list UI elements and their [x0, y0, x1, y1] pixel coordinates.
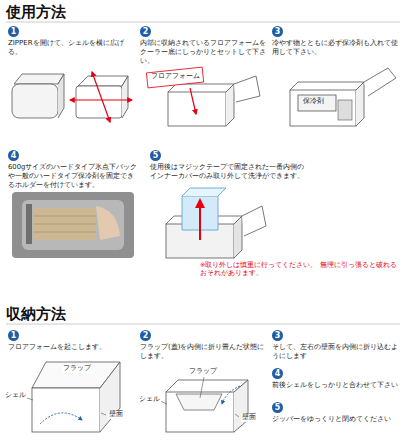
part-name: シェル [138, 396, 161, 404]
heading-rule [6, 324, 400, 325]
cooler-figure [160, 377, 248, 432]
cooler-figure [290, 68, 396, 126]
step-text: フロアフォームを起こします。 [8, 343, 132, 352]
step-box: 5 使用後はマジックテープで固定された一番内側のインナーカバーのみ取り外して洗浄が… [150, 150, 310, 181]
part-name: フロアフォーム [151, 73, 200, 81]
step-number: 3 [272, 330, 283, 341]
heading-rule [6, 22, 400, 23]
step-number: 4 [272, 368, 283, 379]
step-box: 2 フラップ(蓋)を内側に折り畳んだ状態にします。 [140, 330, 266, 361]
part-name: フラップ [188, 368, 218, 376]
step-box: 3 そして、左右の壁面を内側に折り込むようにします [272, 330, 398, 361]
step-box: 1 フロアフォームを起こします。 [8, 330, 132, 352]
cooler-figure [24, 362, 120, 432]
step-text: ZIPPERを開けて、シェルを横に広げる。 [8, 39, 132, 57]
step-number: 1 [8, 26, 19, 37]
cooler-figure [166, 188, 266, 258]
step-text: 使用後はマジックテープで固定された一番内側のインナーカバーのみ取り外して洗浄がで… [150, 163, 310, 181]
caution-note: ※取り外しは慎重に行ってください。 無理に引っ張ると破れるおそれがあります。 [200, 262, 400, 278]
part-name: 壁面 [108, 411, 124, 419]
step-box: 3 冷やす物とともに必ず保冷剤も入れて使用して下さい。 [272, 26, 398, 57]
step-text: そして、左右の壁面を内側に折り込むようにします [272, 343, 398, 361]
step-number: 3 [272, 26, 283, 37]
step-number: 4 [8, 150, 19, 161]
step-number: 2 [140, 330, 151, 341]
step-text: 前後シェルをしっかりと合わせて下さい [272, 381, 398, 390]
step-text: フラップ(蓋)を内側に折り畳んだ状態にします。 [140, 343, 266, 361]
cooler-figure [12, 72, 132, 122]
step-box: 4 前後シェルをしっかりと合わせて下さい [272, 368, 398, 390]
part-name: フラップ [62, 365, 92, 373]
step-number: 2 [140, 26, 151, 37]
step-text: 冷やす物とともに必ず保冷剤も入れて使用して下さい。 [272, 39, 398, 57]
step-box: 2 内部に収納されているフロアフォームをクーラー底にしっかりとセットして下さい。 [140, 26, 266, 66]
step-text: 内部に収納されているフロアフォームをクーラー底にしっかりとセットして下さい。 [140, 39, 266, 66]
step-box: 1ZIPPERを開けて、シェルを横に広げる。 [8, 26, 132, 57]
section-heading: 収納方法 [6, 305, 66, 323]
step-box: 4 600gサイズのハードタイプ氷点下パックや一般のハードタイプ保冷剤を固定できる… [8, 150, 138, 190]
cooler-figure [146, 67, 260, 126]
step-text: ジッパーをゆっくりと閉めてください [272, 415, 398, 424]
step-text: 600gサイズのハードタイプ氷点下パックや一般のハードタイプ保冷剤を固定できるホ… [8, 163, 138, 190]
holder-photo [12, 192, 134, 258]
part-name: シェル [4, 392, 27, 400]
step-number: 1 [8, 330, 19, 341]
step-number: 5 [272, 402, 283, 413]
step-box: 5 ジッパーをゆっくりと閉めてください [272, 402, 398, 424]
section-heading: 使用方法 [6, 3, 66, 21]
part-name: 壁面 [241, 414, 257, 422]
step-number: 5 [150, 150, 161, 161]
part-name: 保冷剤 [303, 98, 324, 106]
